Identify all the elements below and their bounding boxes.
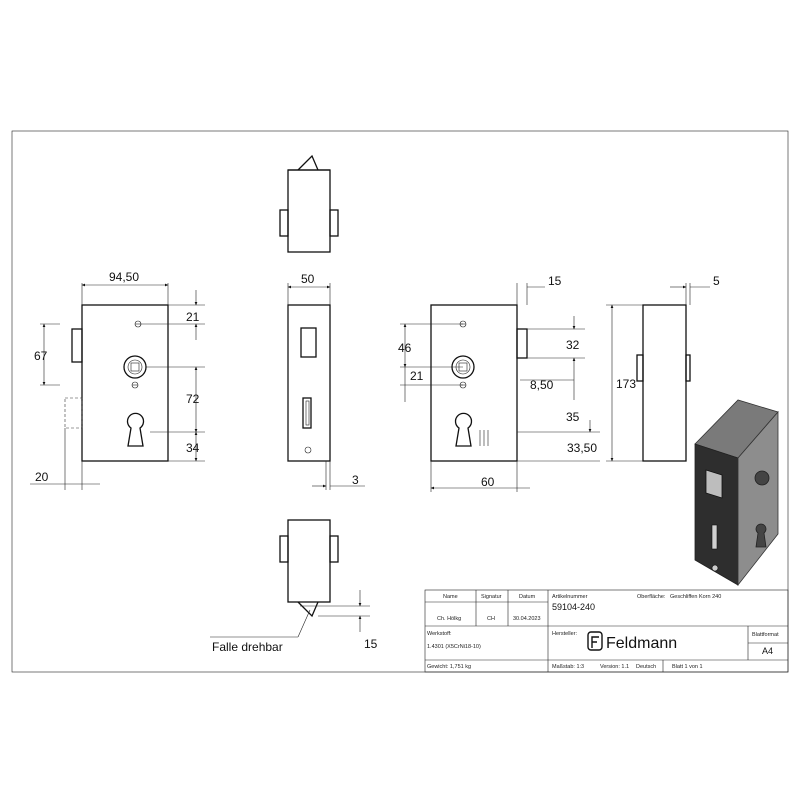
tb-surface-value: Geschliffen Korn 240 [670,594,721,600]
dim-front-20: 20 [35,470,49,484]
dim-profile-5: 5 [713,274,720,288]
tb-col-name: Name [443,594,458,600]
dim-side-50: 50 [301,272,315,286]
follower-square [130,362,140,372]
profile-view [606,283,710,462]
dim-front-width: 94,50 [109,270,139,284]
tb-manufacturer-label: Hersteller: [552,631,578,637]
tb-logo-text: Feldmann [606,635,677,652]
tb-col-date: Datum [519,594,536,600]
dim-rear-35: 35 [566,410,580,424]
tb-sheet-format: A4 [762,646,773,656]
dim-front-72: 72 [186,392,200,406]
dim-profile-173: 173 [616,377,636,391]
feldmann-logo-icon [587,631,603,651]
tb-language: Deutsch [636,664,656,670]
dim-rear-33-50: 33,50 [567,441,597,455]
dim-rear-15: 15 [548,274,562,288]
dim-front-21: 21 [186,310,200,324]
tb-signature-value: CH [487,616,495,622]
dim-bottom-15: 15 [364,637,378,651]
tb-article-label: Artikelnummer [552,594,588,600]
bottom-view [210,519,370,638]
front-latch-dashed [64,397,83,429]
tb-article-number: 59104-240 [552,602,595,612]
title-block [424,589,789,673]
follower-outer [123,355,147,379]
tb-name-value: Ch. Hölkg [437,616,461,622]
tb-scale: Maßstab: 1:3 [552,664,584,670]
tb-weight: Gewicht: 1,751 kg [427,664,471,670]
dim-rear-46: 46 [398,341,412,355]
isometric-render [694,399,779,587]
keyhole [126,412,145,447]
side-view [287,283,365,490]
tb-sheet-format-label: Blattformat [752,632,779,638]
dim-rear-32: 32 [566,338,580,352]
tb-surface-label: Oberfläche: [637,594,666,600]
front-view [30,283,205,490]
sheet-border [11,130,789,673]
rear-view [400,283,600,492]
dim-front-67: 67 [34,349,48,363]
dim-side-3: 3 [352,473,359,487]
callout-falle-drehbar: Falle drehbar [212,640,283,654]
tb-version: Version: 1.1 [600,664,629,670]
tb-material-value: 1.4301 (X5CrNi18-10) [427,644,481,650]
dim-front-34: 34 [186,441,200,455]
tb-sheet: Blatt 1 von 1 [672,664,703,670]
front-bolt [71,328,83,363]
dim-rear-8-50: 8,50 [530,378,554,392]
dim-rear-21: 21 [410,369,424,383]
top-view [279,154,339,253]
dim-rear-60: 60 [481,475,495,489]
tb-material-label: Werkstoff: [427,631,452,637]
front-body [81,304,169,462]
tb-col-signature: Signatur [481,594,502,600]
tb-date-value: 30.04.2023 [513,616,541,622]
